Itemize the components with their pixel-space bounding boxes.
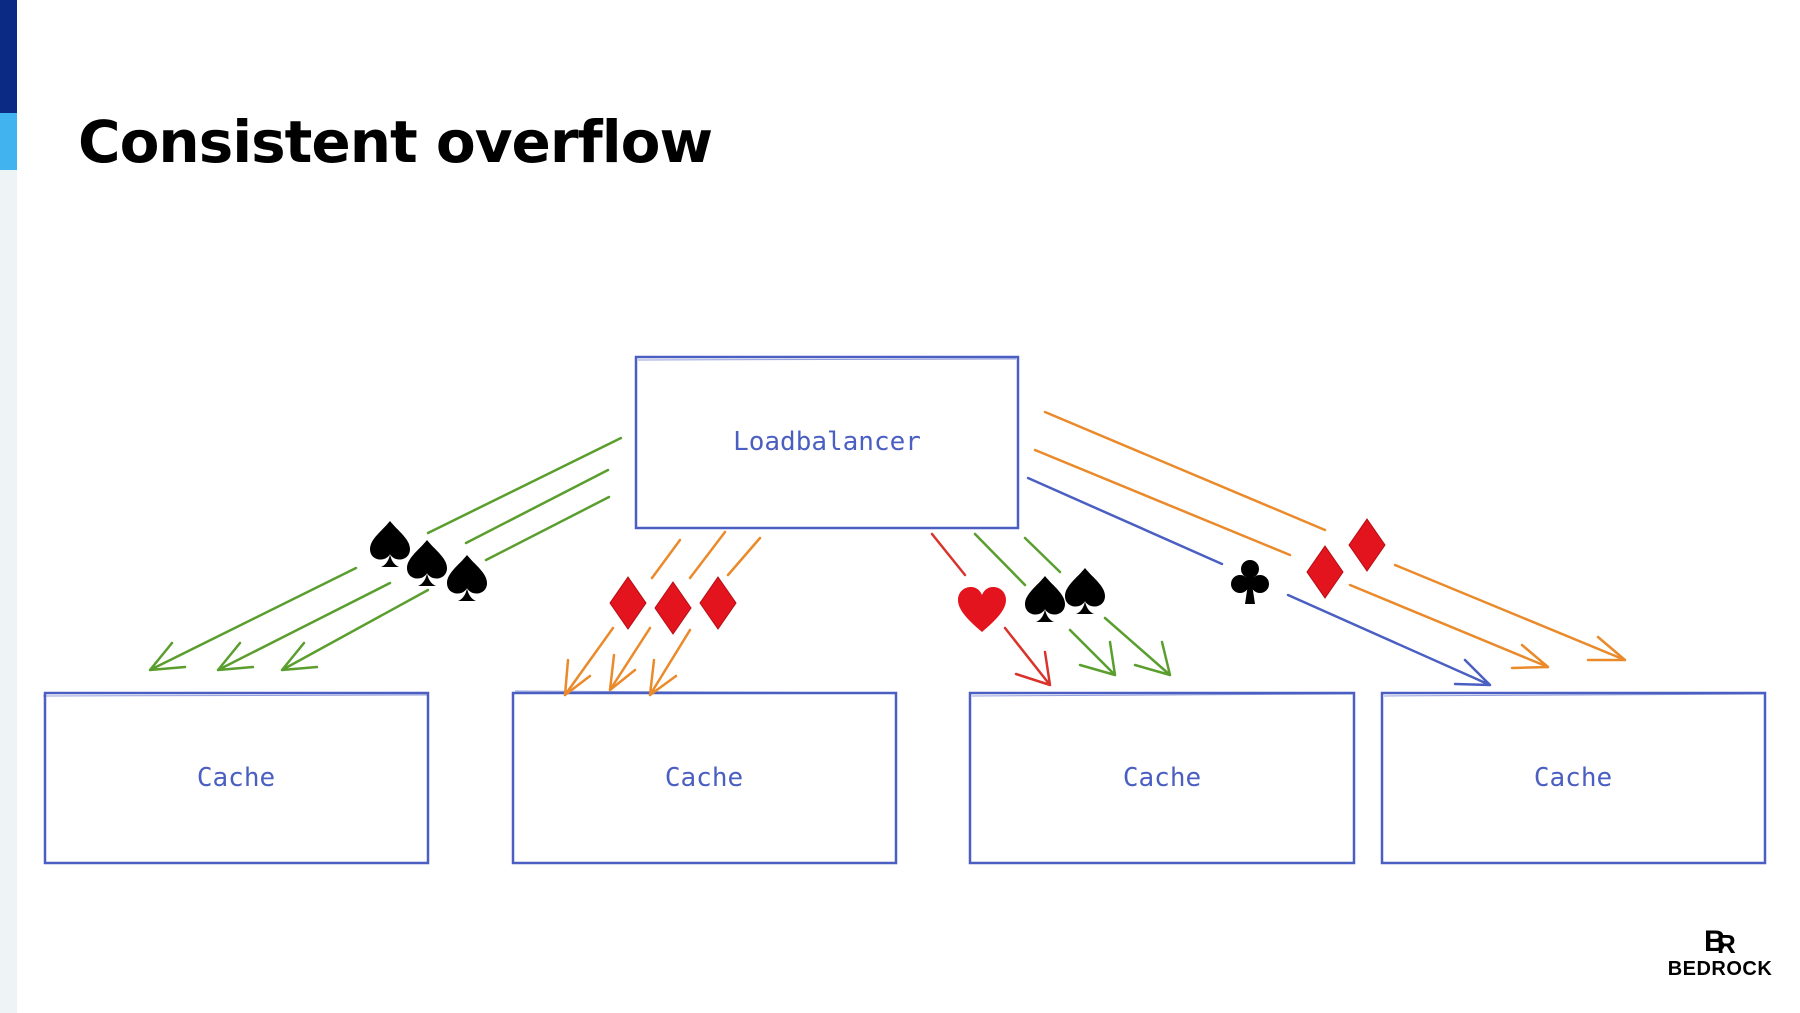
flow-spades-cache-1: [148, 436, 623, 672]
flow-diamonds-cache-4: [1033, 410, 1627, 670]
cache-node-3: Cache: [968, 691, 1356, 865]
heart-icon: [958, 587, 1006, 632]
diamond-icon: [1306, 545, 1344, 599]
cache-box: [511, 691, 898, 865]
spade-icon: [1025, 576, 1065, 622]
cache-box: [43, 691, 430, 865]
flow-arrow: [1026, 476, 1492, 687]
cache-box: [968, 691, 1356, 865]
cache-label: Cache: [1534, 763, 1612, 793]
flow-arrow: [216, 468, 610, 672]
flow-arrow: [1043, 410, 1627, 662]
spade-icon: [447, 555, 487, 601]
cache-node-2: Cache: [511, 690, 898, 865]
cache-label: Cache: [197, 763, 275, 793]
flow-arrow: [930, 532, 1052, 687]
flow-arrow: [648, 536, 762, 697]
flow-arrow: [608, 530, 727, 692]
cache-node-1: Cache: [42, 691, 430, 865]
br-logo-icon: B R: [1704, 925, 1736, 956]
brand-logo: B R BEDROCK: [1660, 922, 1780, 981]
cache-node-4: Cache: [1380, 691, 1767, 865]
flow-arrow: [563, 538, 682, 697]
diamond-icon: [609, 576, 647, 630]
spade-icon: [407, 540, 447, 586]
diamond-icon: [654, 581, 692, 635]
flow-club-cache-4: [1026, 476, 1492, 687]
club-icon: [1231, 560, 1269, 604]
slide-title: Consistent overflow: [78, 108, 713, 176]
left-rail: [0, 0, 17, 1013]
diamond-icon: [699, 576, 737, 630]
cache-label: Cache: [1123, 763, 1201, 793]
spade-icon: [370, 521, 410, 567]
brand-name: BEDROCK: [1667, 958, 1773, 980]
flow-heart-cache-3: [930, 532, 1052, 687]
rail-accent-dark: [0, 0, 17, 113]
svg-text:B: B: [1704, 925, 1726, 956]
flow-arrow: [1033, 448, 1550, 670]
loadbalancer-box: [634, 355, 1020, 530]
flow-arrow: [280, 495, 611, 672]
rail-accent-light: [0, 113, 17, 170]
svg-text:R: R: [1717, 929, 1736, 956]
cache-label: Cache: [665, 763, 743, 793]
spade-icon: [1065, 568, 1105, 614]
flow-arrow: [1023, 536, 1172, 677]
flow-arrow: [973, 532, 1117, 677]
cache-box: [1380, 691, 1767, 865]
diamond-icon: [1348, 518, 1386, 572]
loadbalancer-label: Loadbalancer: [733, 427, 921, 457]
flow-arrow: [148, 436, 623, 672]
flow-spades-cache-3: [973, 532, 1172, 677]
flow-diamonds-cache-2: [563, 530, 762, 697]
loadbalancer-node: Loadbalancer: [634, 355, 1020, 530]
